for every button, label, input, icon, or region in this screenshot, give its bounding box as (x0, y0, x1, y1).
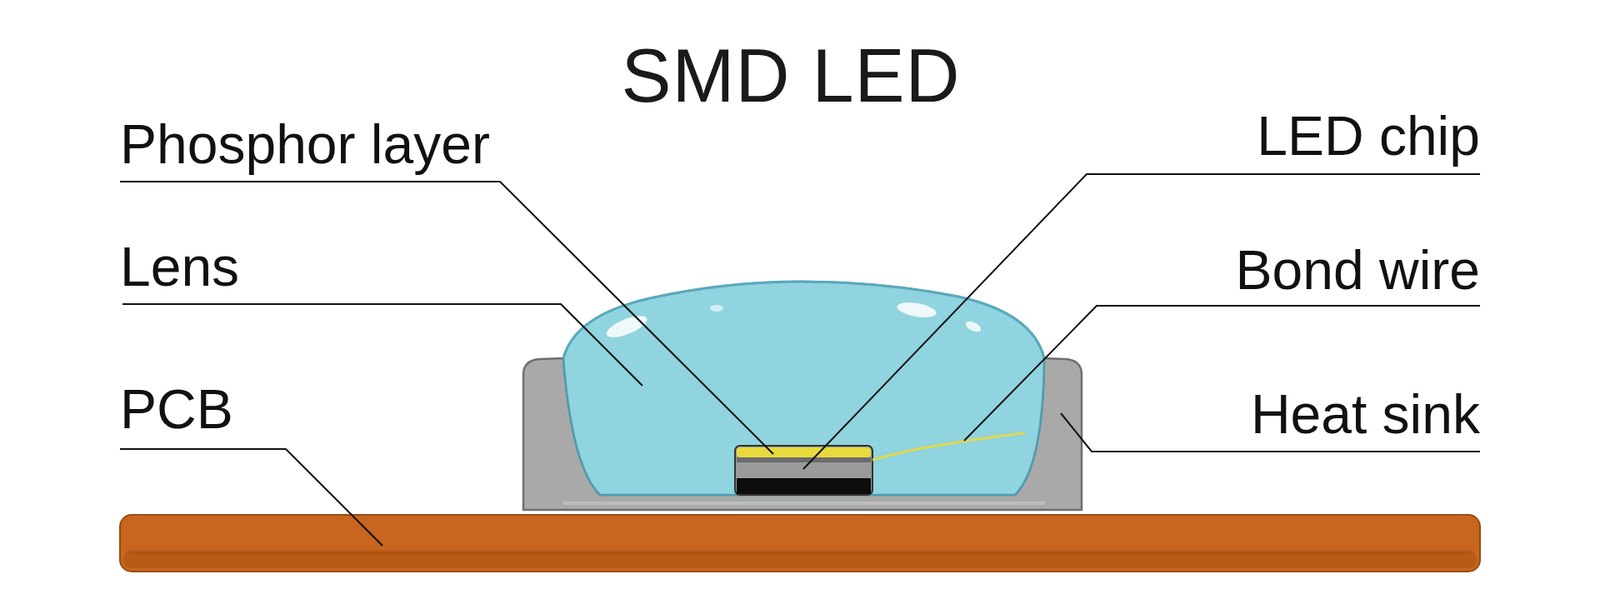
pcb-board (120, 515, 1480, 572)
part-label: Heat sink (1250, 386, 1480, 442)
diagram-title: SMD LED (620, 38, 960, 114)
leader-lines (120, 174, 1480, 546)
part-label: LED chip (1256, 108, 1480, 164)
part-label: Lens (120, 239, 240, 295)
part-label: PCB (120, 381, 234, 437)
part-label: Phosphor layer (120, 116, 490, 172)
phosphor-layer (736, 447, 871, 458)
led-chip (735, 445, 873, 495)
part-label: Bond wire (1235, 242, 1481, 298)
lens (563, 281, 1045, 495)
bond-wire (872, 433, 1025, 460)
